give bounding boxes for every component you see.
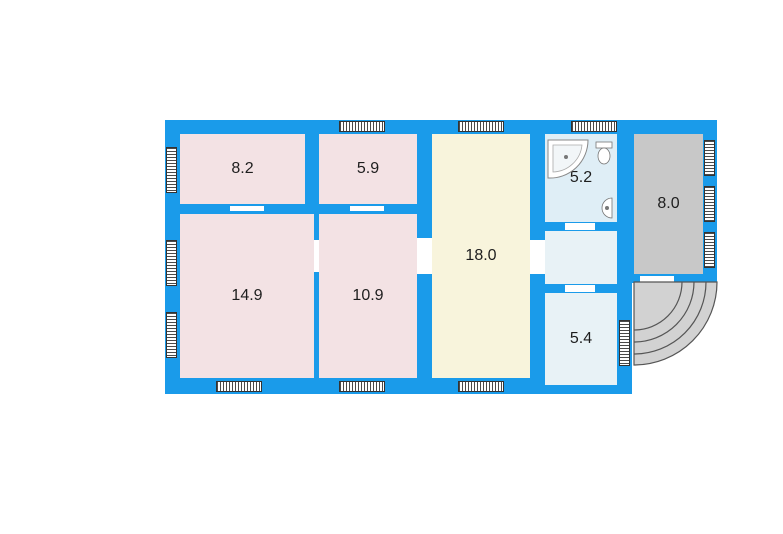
room-a: 8.2 xyxy=(180,134,305,204)
door-gap xyxy=(640,276,674,282)
room-c-area: 14.9 xyxy=(231,287,263,304)
door-gap xyxy=(230,206,264,211)
room-d-area: 10.9 xyxy=(352,287,384,304)
window xyxy=(166,312,177,358)
bathtub-icon xyxy=(547,139,589,179)
room-h-area: 5.4 xyxy=(569,330,593,347)
room-h: 5.4 xyxy=(545,293,617,385)
door-gap xyxy=(314,240,319,272)
room-g: 8.0 xyxy=(634,134,703,274)
window xyxy=(216,381,262,392)
window xyxy=(166,147,177,193)
door-gap xyxy=(530,240,545,274)
door-gap xyxy=(350,206,384,211)
room-a-area: 8.2 xyxy=(231,160,254,177)
room-c: 14.9 xyxy=(180,214,314,378)
room-e-area: 18.0 xyxy=(465,247,497,264)
window xyxy=(339,381,385,392)
door-gap xyxy=(417,238,432,274)
room-g-area: 8.0 xyxy=(657,195,680,212)
room-b: 5.9 xyxy=(319,134,417,204)
room-e: 18.0 xyxy=(432,134,530,378)
window xyxy=(339,121,385,132)
door-gap xyxy=(565,285,595,292)
window xyxy=(619,320,630,366)
window xyxy=(166,240,177,286)
room-corridor xyxy=(545,231,617,284)
room-d: 10.9 xyxy=(319,214,417,378)
window xyxy=(704,140,715,176)
toilet-icon xyxy=(595,141,613,165)
window xyxy=(704,186,715,222)
room-b-area: 5.9 xyxy=(356,160,380,177)
door-gap xyxy=(565,223,595,230)
window xyxy=(458,381,504,392)
sink-icon xyxy=(601,197,613,219)
room-f-area: 5.2 xyxy=(569,169,593,186)
window xyxy=(458,121,504,132)
porch-steps xyxy=(633,281,718,366)
window xyxy=(571,121,617,132)
window xyxy=(704,232,715,268)
